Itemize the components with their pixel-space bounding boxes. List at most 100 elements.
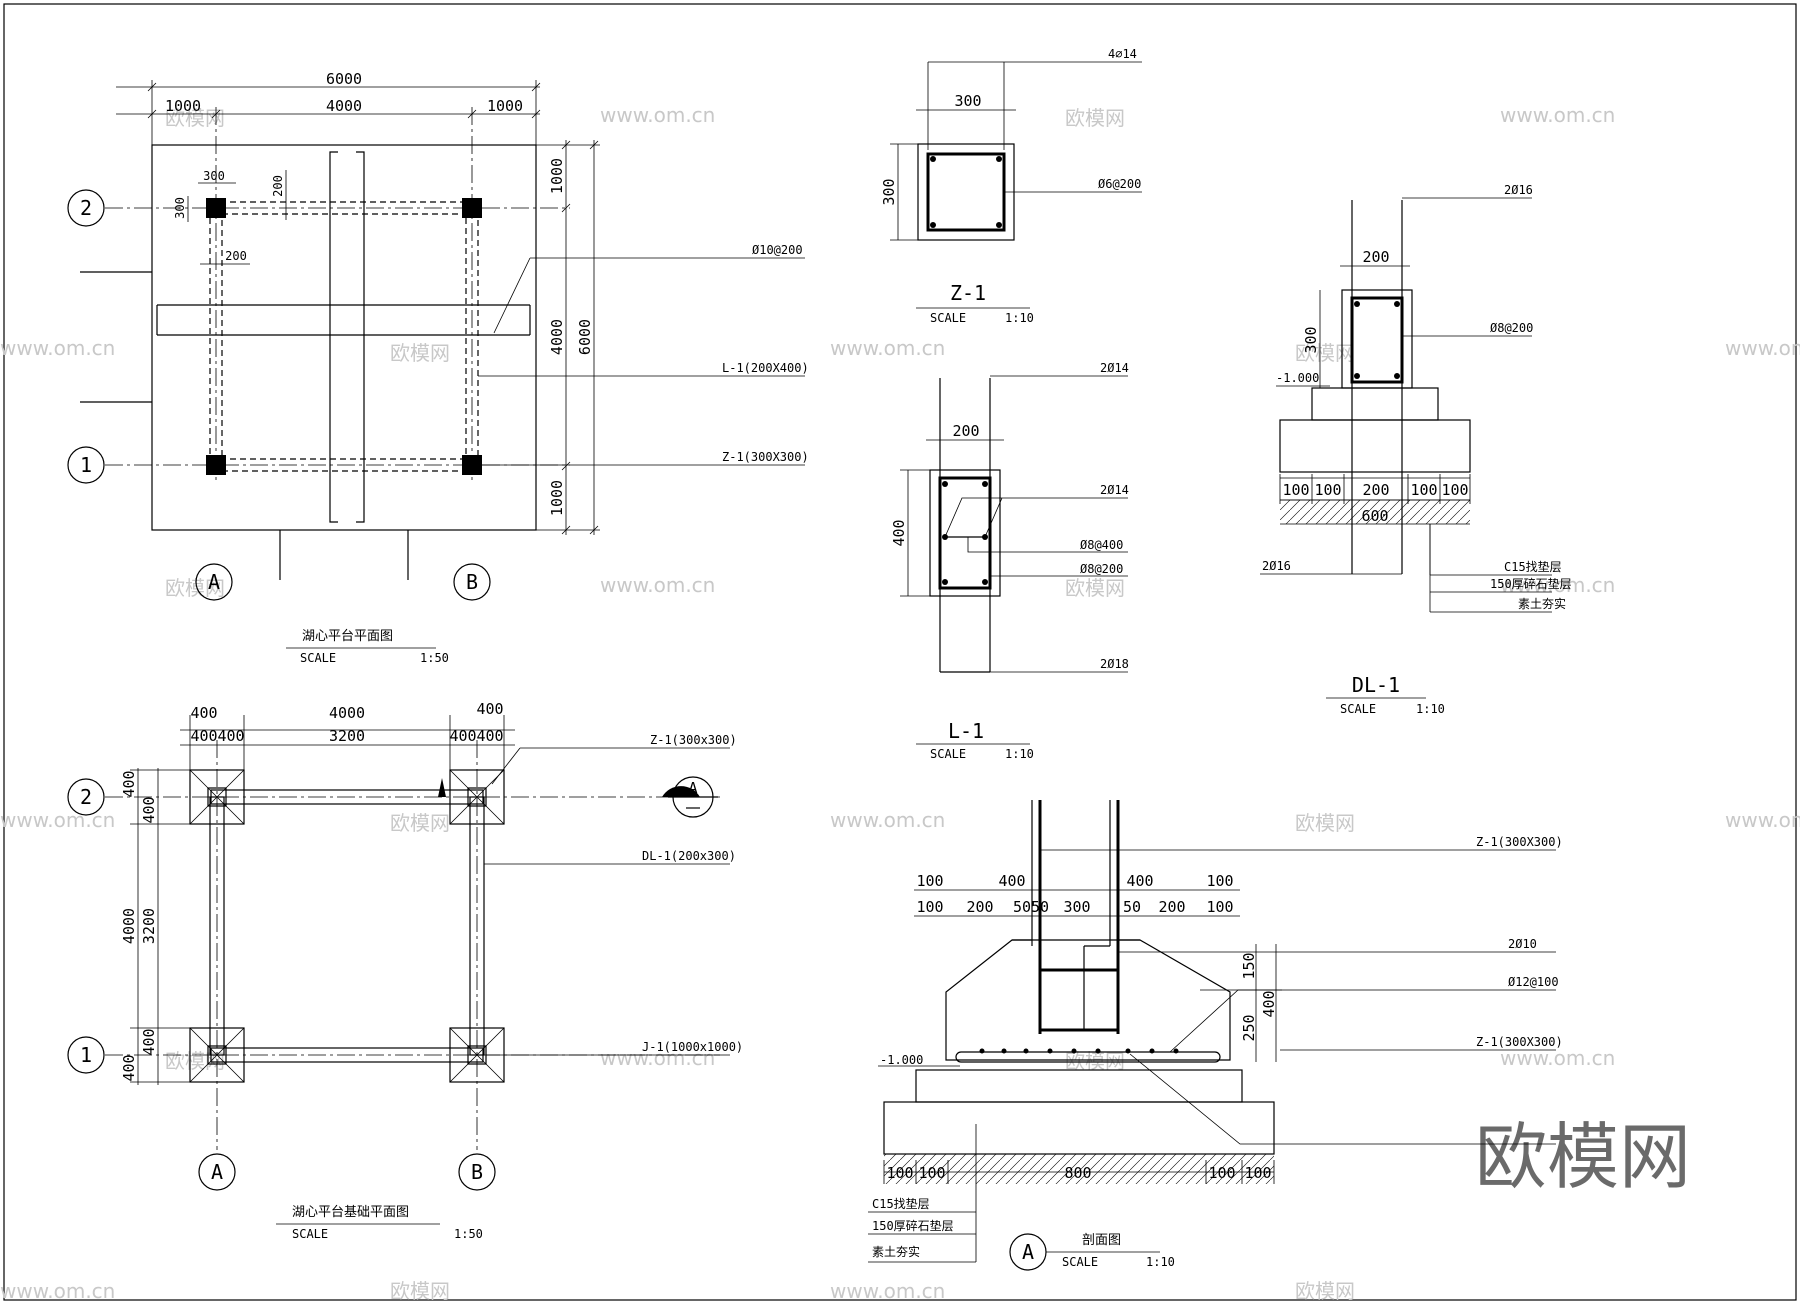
sec-v1: 150 <box>1240 952 1258 979</box>
dim-b2: 400 <box>217 727 244 745</box>
l1-st1: Ø8@400 <box>1080 538 1123 552</box>
column <box>462 455 482 475</box>
z1-dim-h: 300 <box>880 178 898 205</box>
column <box>206 198 226 218</box>
dim-v4: 400 <box>140 1028 158 1055</box>
sec-t4: 100 <box>1206 872 1233 890</box>
watermark-site: www.om.cn <box>830 1279 945 1303</box>
dl1-d3: 200 <box>1362 481 1389 499</box>
z1-stirrup: Ø6@200 <box>1098 177 1141 191</box>
grid-bubble-1: 1 <box>80 453 92 477</box>
sec-t2: 400 <box>998 872 1025 890</box>
dl1-scale-label: SCALE <box>1340 702 1376 716</box>
sec-s5: 300 <box>1063 898 1090 916</box>
watermark-site: www.om.cn <box>0 336 115 360</box>
watermark-brand: 欧模网 <box>390 341 450 365</box>
plan-scale: 1:50 <box>420 651 449 665</box>
watermark-brand: 欧模网 <box>165 576 225 600</box>
dim-v-bot: 1000 <box>548 480 566 516</box>
watermark-site: www.om.cn <box>600 103 715 127</box>
plan-title: 湖心平台平面图 <box>302 629 393 644</box>
dim-beam: 200 <box>271 175 285 197</box>
dim-b3: 3200 <box>329 727 365 745</box>
dim-t2: 4000 <box>329 704 365 722</box>
sec-s3: 50 <box>1013 898 1031 916</box>
platform-outline <box>151 144 537 531</box>
sec-b1: 100 <box>886 1164 913 1182</box>
z1-title: Z-1 <box>950 281 986 305</box>
dim-col: 300 <box>203 169 225 183</box>
sheet-border <box>3 3 1797 1301</box>
watermarks: 欧模网 www.om.cn 欧模网 www.om.cn www.om.cn 欧模… <box>0 103 1800 1303</box>
watermark-site: www.om.cn <box>830 808 945 832</box>
dl1-d-total: 600 <box>1361 507 1388 525</box>
watermark-site: www.om.cn <box>1500 103 1615 127</box>
sec-b2: 100 <box>918 1164 945 1182</box>
l1-bot: 2Ø18 <box>1100 657 1129 671</box>
watermark-brand: 欧模网 <box>1295 1279 1355 1303</box>
dl1-stirrup: Ø8@200 <box>1490 321 1533 335</box>
watermark-site: www.om.cn <box>1725 808 1800 832</box>
grid-bubble-b: B <box>466 570 478 594</box>
l1-title: L-1 <box>948 719 984 743</box>
watermark-site: www.om.cn <box>830 336 945 360</box>
z1-main-rebar: 4⌀14 <box>1108 47 1137 61</box>
dim-b4: 400 <box>449 727 476 745</box>
dl1-bot: 2Ø16 <box>1262 559 1291 573</box>
foundation-scale: 1:50 <box>454 1227 483 1241</box>
section-mark-a: A <box>688 779 697 797</box>
foundation-scale-label: SCALE <box>292 1227 328 1241</box>
dim-vt: 4000 <box>120 908 138 944</box>
watermark-site: www.om.cn <box>600 573 715 597</box>
footing-set <box>189 769 505 1083</box>
dim-v-mid: 4000 <box>548 319 566 355</box>
sec-callout-col: Z-1(300X300) <box>1476 835 1563 849</box>
watermark-brand: 欧模网 <box>165 1049 225 1073</box>
sec-layer2: 150厚碎石垫层 <box>872 1218 954 1233</box>
l1-mid: 2Ø14 <box>1100 483 1129 497</box>
dim-total: 6000 <box>326 70 362 88</box>
dl1-d4: 100 <box>1410 481 1437 499</box>
dl1-dim-h: 300 <box>1302 326 1320 353</box>
plan-scale-label: SCALE <box>300 651 336 665</box>
column <box>462 198 482 218</box>
sec-s1: 100 <box>916 898 943 916</box>
dim-v-total: 6000 <box>576 319 594 355</box>
callout-beam: L-1(200X400) <box>722 361 809 375</box>
grid-bubble-a: A <box>211 1160 223 1184</box>
watermark-brand: 欧模网 <box>390 1279 450 1303</box>
watermark-site: www.om.cn <box>0 808 115 832</box>
dl1-layer1: C15找垫层 <box>1504 559 1562 574</box>
sec-scale-label: SCALE <box>1062 1255 1098 1269</box>
watermark-site: www.om.cn <box>600 1046 715 1070</box>
l1-dim-w: 200 <box>952 422 979 440</box>
watermark-brand-large: 欧模网 <box>1475 1115 1691 1199</box>
sec-mark: A <box>1022 1240 1034 1264</box>
l1-st2: Ø8@200 <box>1080 562 1123 576</box>
watermark-site: www.om.cn <box>0 1279 115 1303</box>
dim-col-v: 300 <box>173 197 187 219</box>
sec-t3: 400 <box>1126 872 1153 890</box>
sec-s2: 200 <box>966 898 993 916</box>
sec-t1: 100 <box>916 872 943 890</box>
z1-scale-label: SCALE <box>930 311 966 325</box>
dim-beam2: 200 <box>225 249 247 263</box>
sec-layer1: C15找垫层 <box>872 1196 930 1211</box>
sec-v2: 250 <box>1240 1014 1258 1041</box>
sec-callout-bar: 2Ø10 <box>1508 937 1537 951</box>
dim-mid: 4000 <box>326 97 362 115</box>
dl1-layer2: 150厚碎石垫层 <box>1490 576 1572 591</box>
column <box>206 455 226 475</box>
dim-t3: 400 <box>476 700 503 718</box>
watermark-site: www.om.cn <box>1725 336 1800 360</box>
dim-t1: 400 <box>190 704 217 722</box>
sec-b-mid: 800 <box>1064 1164 1091 1182</box>
dl1-elev: -1.000 <box>1276 371 1319 385</box>
grid-bubble-2: 2 <box>80 785 92 809</box>
dl1-layer3: 素土夯实 <box>1518 596 1566 611</box>
dl1-top: 2Ø16 <box>1504 183 1533 197</box>
dl1-dim-w: 200 <box>1362 248 1389 266</box>
sec-s6: 50 <box>1123 898 1141 916</box>
dl1-scale: 1:10 <box>1416 702 1445 716</box>
